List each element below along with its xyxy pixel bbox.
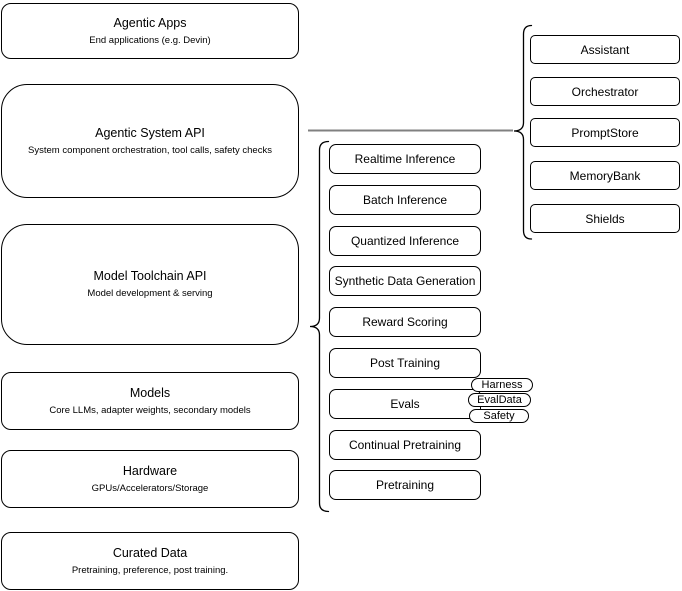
node-label: Orchestrator (571, 84, 639, 99)
node-realtime-inference: Realtime Inference (329, 144, 481, 174)
node-label: Pretraining (375, 478, 435, 492)
node-evals: Evals (329, 389, 481, 419)
node-subtitle: Core LLMs, adapter weights, secondary mo… (49, 404, 251, 416)
node-promptstore: PromptStore (530, 118, 680, 147)
node-label: MemoryBank (569, 168, 641, 183)
node-agentic-system-api: Agentic System API System component orch… (1, 84, 299, 198)
node-memorybank: MemoryBank (530, 161, 680, 190)
node-subtitle: System component orchestration, tool cal… (28, 144, 272, 156)
node-model-toolchain-api: Model Toolchain API Model development & … (1, 224, 299, 345)
tag-safety: Safety (469, 409, 529, 423)
node-subtitle: GPUs/Accelerators/Storage (91, 482, 209, 494)
system-components-brace (513, 24, 533, 240)
node-label: Evals (390, 397, 420, 411)
node-post-training: Post Training (329, 348, 481, 378)
tag-label: Safety (483, 409, 515, 422)
node-label: Continual Pretraining (348, 438, 462, 452)
tag-label: EvalData (477, 393, 522, 406)
node-title: Curated Data (112, 545, 188, 560)
node-label: PromptStore (571, 125, 639, 140)
node-synthetic-data-generation: Synthetic Data Generation (329, 266, 481, 296)
node-label: Reward Scoring (362, 315, 448, 329)
node-pretraining: Pretraining (329, 470, 481, 500)
node-assistant: Assistant (530, 35, 680, 64)
node-subtitle: Pretraining, preference, post training. (71, 564, 229, 576)
node-continual-pretraining: Continual Pretraining (329, 430, 481, 460)
node-curated-data: Curated Data Pretraining, preference, po… (1, 532, 299, 590)
node-quantized-inference: Quantized Inference (329, 226, 481, 256)
node-label: Quantized Inference (350, 234, 460, 248)
node-title: Agentic Apps (113, 15, 187, 30)
node-agentic-apps: Agentic Apps End applications (e.g. Devi… (1, 3, 299, 59)
tag-label: Harness (481, 378, 523, 391)
tag-evaldata: EvalData (468, 393, 531, 407)
node-title: Agentic System API (95, 125, 205, 140)
node-title: Model Toolchain API (93, 269, 207, 284)
toolchain-brace (309, 140, 330, 513)
node-reward-scoring: Reward Scoring (329, 307, 481, 337)
node-shields: Shields (530, 204, 680, 233)
node-subtitle: End applications (e.g. Devin) (89, 34, 211, 46)
node-label: Assistant (580, 42, 630, 57)
node-hardware: Hardware GPUs/Accelerators/Storage (1, 450, 299, 508)
node-label: Realtime Inference (354, 152, 456, 166)
node-models: Models Core LLMs, adapter weights, secon… (1, 372, 299, 430)
node-title: Hardware (122, 463, 178, 478)
node-batch-inference: Batch Inference (329, 185, 481, 215)
node-orchestrator: Orchestrator (530, 77, 680, 106)
tag-harness: Harness (471, 378, 533, 392)
node-label: Synthetic Data Generation (334, 274, 476, 288)
node-title: Models (129, 385, 171, 400)
node-label: Shields (585, 211, 625, 226)
node-subtitle: Model development & serving (87, 288, 213, 300)
node-label: Post Training (369, 356, 441, 370)
node-label: Batch Inference (362, 193, 448, 207)
